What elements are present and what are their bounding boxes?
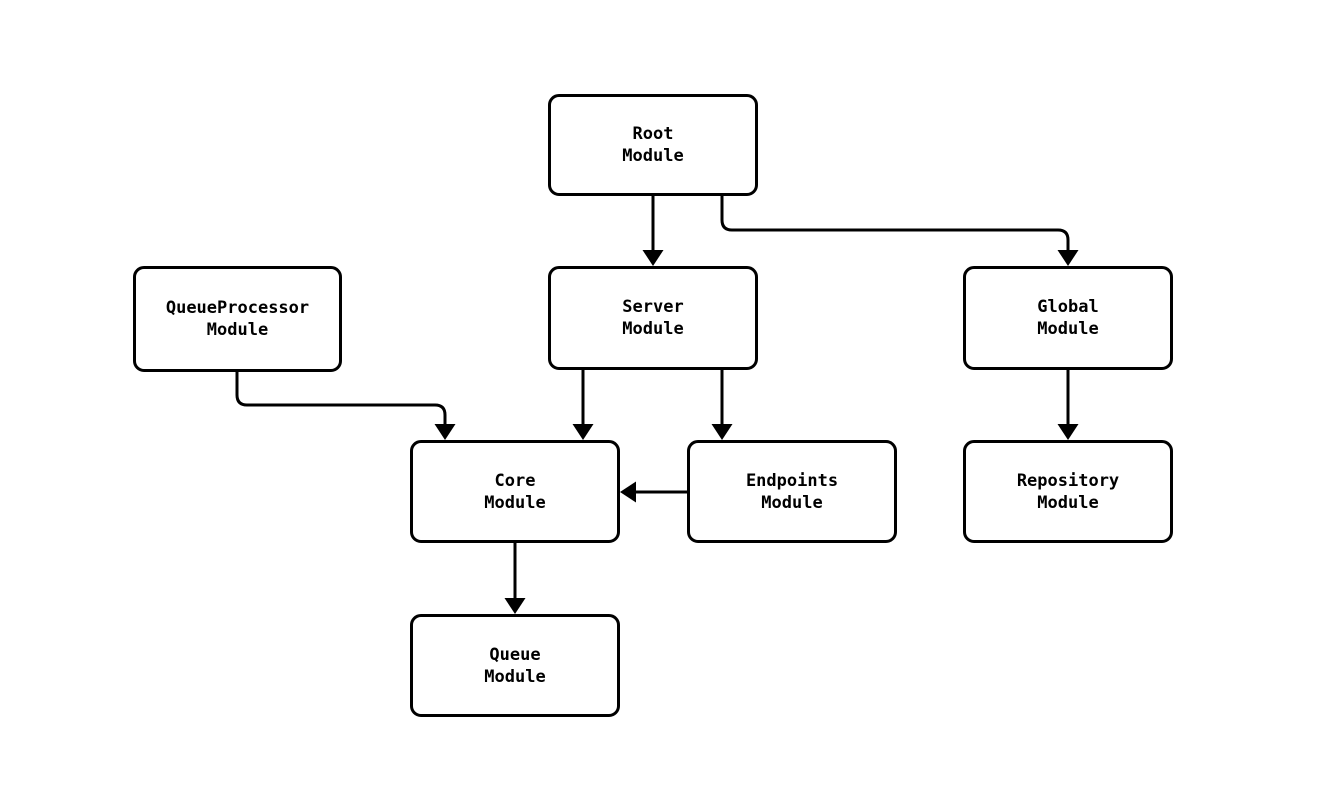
node-global-suffix: Module — [1037, 319, 1099, 339]
node-server[interactable]: Server Module — [548, 266, 758, 370]
arrowhead-global-to-repository — [1057, 424, 1079, 440]
arrowhead-queueprocessor-to-core — [434, 424, 456, 440]
node-server-name: Server — [622, 297, 684, 317]
node-root[interactable]: Root Module — [548, 94, 758, 196]
node-queue-suffix: Module — [484, 666, 546, 687]
node-repository-name: Repository — [1016, 470, 1120, 491]
node-core[interactable]: Core Module — [410, 440, 620, 543]
node-repository[interactable]: Repository Module — [963, 440, 1173, 543]
arrowhead-core-to-queue — [504, 598, 526, 614]
arrowhead-root-to-global — [1057, 250, 1079, 266]
node-global-name: Global — [1037, 297, 1099, 317]
edge-queueprocessor-to-core — [235, 372, 447, 424]
arrowhead-server-to-core — [572, 424, 594, 440]
node-endpoints-suffix: Module — [761, 492, 823, 513]
arrowhead-server-to-endpoints — [711, 424, 733, 440]
arrowhead-root-to-server — [642, 250, 664, 266]
arrowhead-endpoints-to-core — [620, 481, 636, 503]
node-queueprocessor-suffix: Module — [206, 320, 269, 340]
node-core-name: Core — [494, 470, 536, 491]
node-repository-suffix: Module — [1037, 492, 1099, 513]
node-queue-name: Queue — [489, 644, 541, 665]
node-endpoints[interactable]: Endpoints Module — [687, 440, 897, 543]
node-root-suffix: Module — [622, 146, 684, 166]
node-endpoints-name: Endpoints — [745, 470, 839, 491]
node-global[interactable]: Global Module — [963, 266, 1173, 370]
node-queue[interactable]: Queue Module — [410, 614, 620, 717]
node-queueprocessor[interactable]: QueueProcessor Module — [133, 266, 342, 372]
node-core-suffix: Module — [484, 492, 546, 513]
edge-root-to-global — [720, 196, 1070, 250]
node-server-suffix: Module — [622, 319, 684, 339]
node-root-name: Root — [632, 124, 674, 144]
node-queueprocessor-name: QueueProcessor — [165, 298, 310, 318]
